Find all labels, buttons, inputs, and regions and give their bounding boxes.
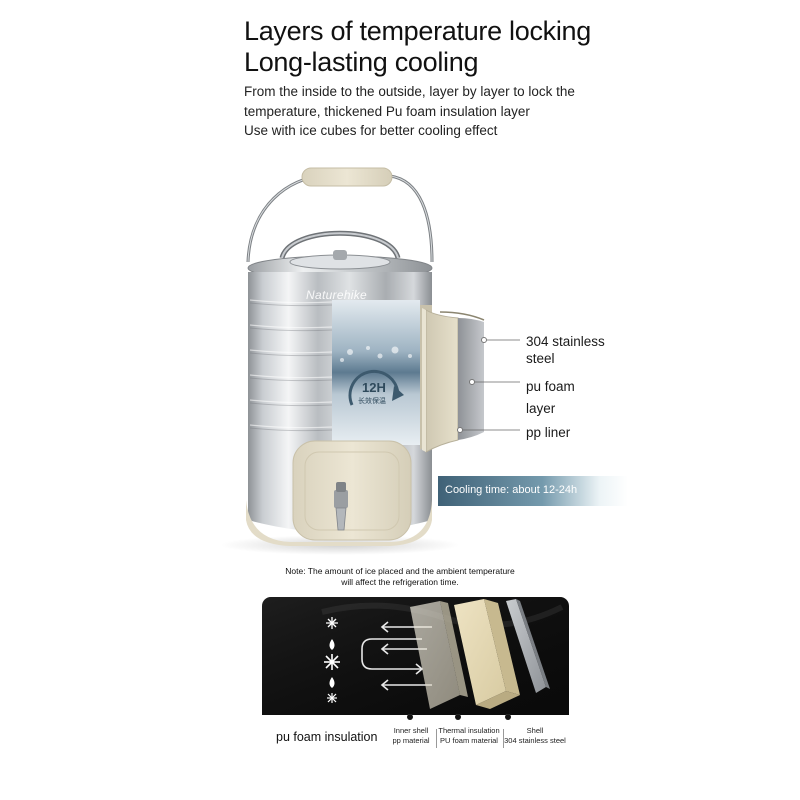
duration-badge-label: 12H [362, 380, 386, 395]
pointer-dots [407, 714, 511, 720]
water-drop-icon [329, 639, 335, 650]
label-pu-foam: pu foam layer [526, 376, 575, 420]
caption-shell-line-1: Shell [526, 726, 544, 735]
label-pp-liner-line-1: pp liner [526, 425, 571, 440]
cold-flow-arrows [361, 621, 432, 691]
label-stainless-steel: 304 stainless steel [526, 333, 605, 367]
caption-divider [503, 729, 504, 748]
label-pu-foam-line-2: layer [526, 401, 556, 416]
title-line-2: Long-lasting cooling [244, 47, 479, 77]
label-pp-liner: pp liner [526, 424, 570, 441]
pu-foam-layer [454, 599, 520, 709]
caption-inner-shell-line-1: Inner shell [393, 726, 429, 735]
note-text: Note: The amount of ice placed and the a… [260, 566, 540, 588]
label-stainless-steel-line-2: steel [526, 351, 555, 366]
inner-shell-layer [410, 601, 468, 709]
water-drop-icon [329, 677, 335, 688]
description-line-3: Use with ice cubes for better cooling ef… [244, 123, 498, 138]
description-line-2: temperature, thickened Pu foam insulatio… [244, 103, 530, 119]
label-stainless-steel-line-1: 304 stainless [526, 334, 605, 349]
snowflake-icon [326, 617, 338, 629]
label-pu-foam-line-1: pu foam [526, 379, 575, 394]
caption-inner-shell: Inner shell pp material [388, 726, 434, 745]
note-line-1: Note: The amount of ice placed and the a… [285, 566, 515, 576]
caption-shell: Shell 304 stainless steel [503, 726, 567, 745]
caption-shell-line-2: 304 stainless steel [504, 735, 566, 745]
layers-diagram [262, 597, 569, 715]
duration-badge-sublabel: 长效保温 [358, 398, 386, 405]
product-illustration [220, 167, 520, 555]
caption-inner-shell-line-2: pp material [392, 735, 430, 745]
snowflake-icon [324, 654, 340, 670]
caption-divider [436, 729, 437, 748]
diagram-footer [262, 715, 569, 754]
duration-badge [348, 369, 404, 406]
insulation-diagram: pu foam insulation Inner shell pp materi… [262, 597, 569, 754]
caption-thermal-insulation: Thermal insulation PU foam material [436, 726, 502, 745]
diagram-title: pu foam insulation [276, 730, 378, 744]
cooling-time-text: Cooling time: about 12-24h [445, 484, 578, 496]
description-line-1: From the inside to the outside, layer by… [244, 84, 575, 99]
brand-logo: Naturehike [306, 288, 368, 302]
description: From the inside to the outside, layer by… [244, 82, 624, 141]
stainless-shell-layer [506, 599, 550, 693]
page-title: Layers of temperature locking Long-lasti… [244, 16, 591, 78]
title-line-1: Layers of temperature locking [244, 16, 591, 46]
note-line-2: will affect the refrigeration time. [341, 577, 459, 587]
snowflake-icon [327, 693, 337, 703]
caption-thermal-line-2: PU foam material [440, 735, 498, 745]
caption-thermal-line-1: Thermal insulation [438, 726, 500, 735]
cooling-time-band [438, 476, 628, 506]
